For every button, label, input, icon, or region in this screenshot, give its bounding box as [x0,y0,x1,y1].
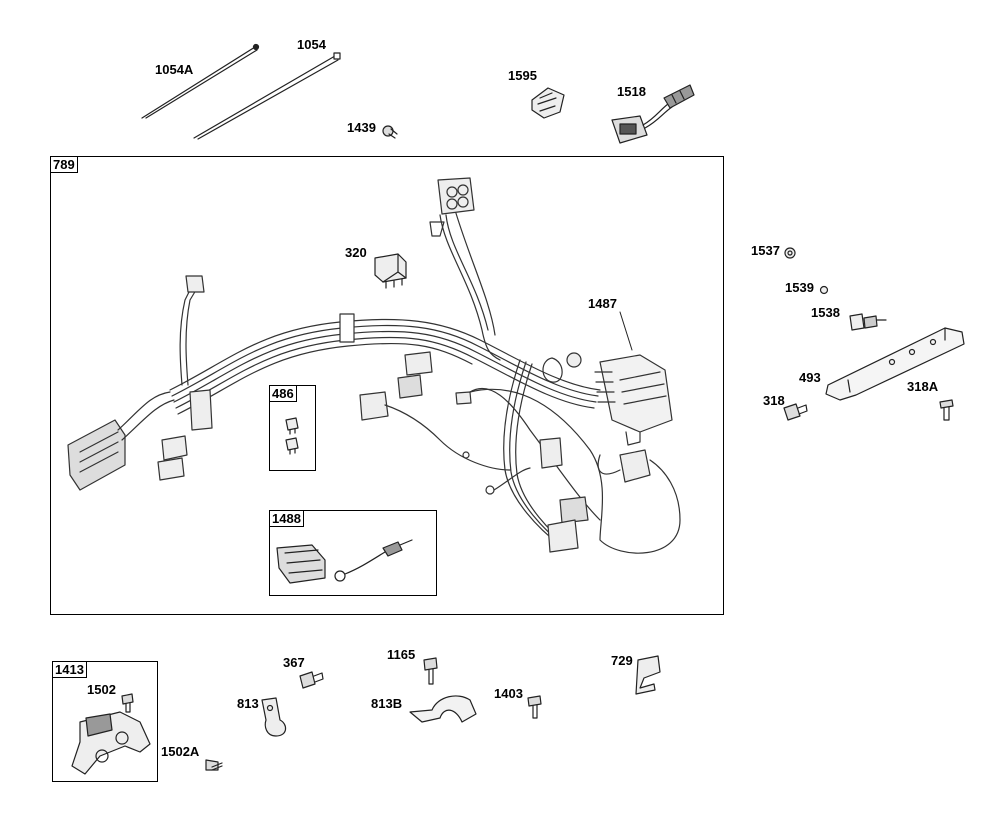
box-label-789: 789 [50,156,78,173]
connector-1595[interactable] [531,87,565,119]
screw-1502A[interactable] [205,759,223,771]
label-813B: 813B [371,696,403,711]
box-label-1488: 1488 [269,510,304,527]
connector-1488[interactable] [276,539,413,584]
clip-729[interactable] [635,655,661,695]
screw-1439[interactable] [382,125,398,139]
washer-1539[interactable] [819,285,829,295]
screw-1403[interactable] [527,695,542,719]
label-1165: 1165 [387,647,416,662]
wiring-harness[interactable] [67,177,681,554]
bolt-318A[interactable] [939,399,954,421]
relay-320[interactable] [374,253,407,289]
label-1518: 1518 [617,84,646,99]
sensor-1413[interactable] [71,711,151,775]
label-1403: 1403 [494,686,523,701]
screw-367[interactable] [299,671,324,689]
label-320: 320 [345,245,367,260]
label-1539: 1539 [785,280,814,295]
label-1538: 1538 [811,305,840,320]
box-label-486: 486 [269,385,297,402]
label-1439: 1439 [347,120,376,135]
box-label-1413: 1413 [52,661,87,678]
leader-line-1487 [619,311,633,351]
fuses-486[interactable] [285,417,299,455]
cable-tie-1054A[interactable] [141,43,260,119]
bolt-318[interactable] [783,403,808,421]
label-493: 493 [799,370,821,385]
pigtail-1518[interactable] [611,84,695,144]
label-318A: 318A [907,379,939,394]
nut-1537[interactable] [784,247,796,259]
label-1487: 1487 [588,296,617,311]
bracket-493[interactable] [825,327,965,401]
grommet-1538[interactable] [849,313,887,331]
connector-kit-frame [269,510,437,596]
label-367: 367 [283,655,305,670]
screw-1502[interactable] [121,693,134,713]
label-1054: 1054 [297,37,326,52]
label-1537: 1537 [751,243,780,258]
clip-813[interactable] [261,697,287,737]
screw-1165[interactable] [423,657,438,685]
label-813: 813 [237,696,259,711]
label-729: 729 [611,653,633,668]
label-1595: 1595 [508,68,537,83]
cable-tie-1054[interactable] [193,52,341,140]
sensor-kit-frame [52,661,158,782]
harness-assembly-frame [50,156,724,615]
clamp-813B[interactable] [409,695,477,723]
label-1502: 1502 [87,682,116,697]
label-1502A: 1502A [161,744,200,759]
label-1054A: 1054A [155,62,194,77]
label-318: 318 [763,393,785,408]
